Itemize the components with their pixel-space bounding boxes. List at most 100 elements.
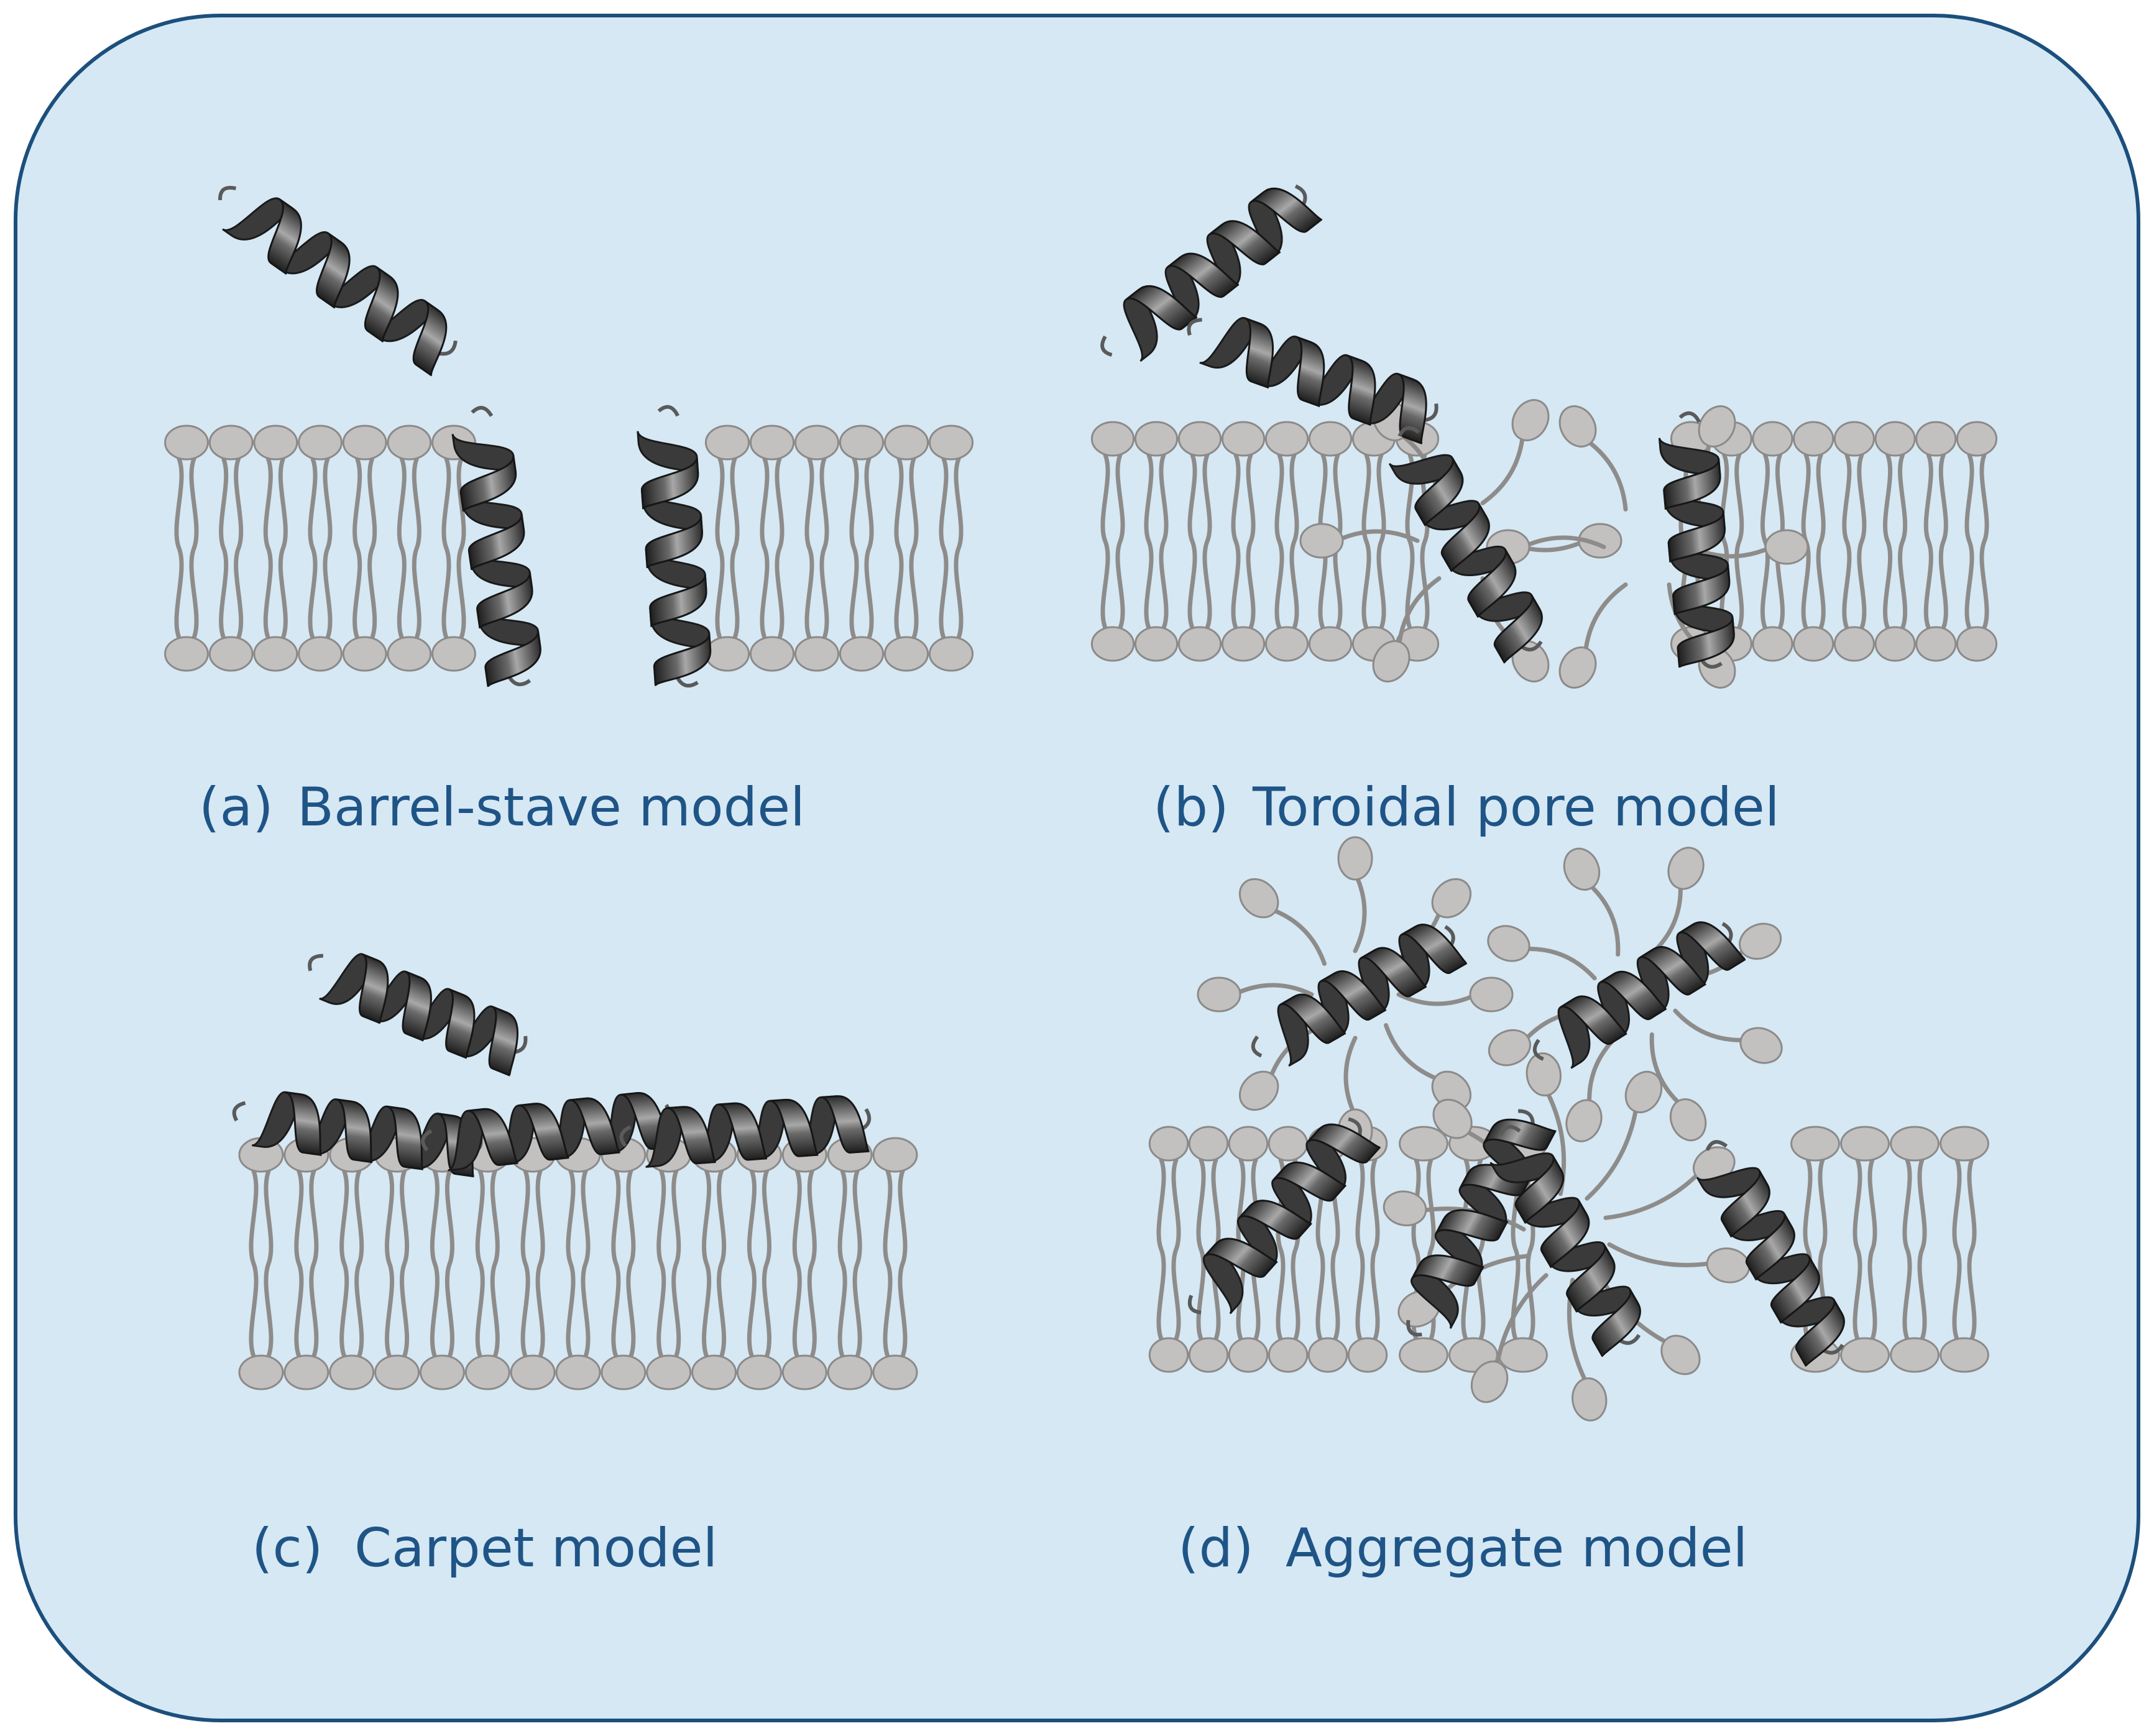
lipid-tail (1144, 452, 1154, 630)
lipid-head (1431, 878, 1472, 919)
lipid-head (704, 636, 750, 672)
lipid-head (1487, 925, 1530, 962)
lipid-tail (400, 1169, 410, 1359)
lipid-head (1833, 421, 1875, 457)
helix-front-strand (1677, 617, 1735, 669)
helix-front-strand (1414, 457, 1464, 527)
lipid-tail (1938, 452, 1948, 630)
lipid-head (1268, 1337, 1309, 1373)
lipid-tail (1967, 1157, 1977, 1341)
helix-front-strand (315, 232, 351, 309)
lipid-tail (807, 1169, 817, 1359)
helix-front-strand (484, 630, 541, 687)
lipid-head (1134, 626, 1179, 662)
lipid-tail (1159, 452, 1169, 630)
lipid-tail (339, 1169, 349, 1359)
lipid-head (298, 636, 343, 672)
helix-c-surface-3 (619, 1095, 872, 1168)
lipid-tail (1607, 1242, 1716, 1267)
lipid-tail (490, 1169, 500, 1359)
lipid-tail (189, 456, 199, 640)
lipid-tail (1734, 452, 1744, 630)
helix-terminus (218, 186, 237, 201)
lipid-tail (475, 1169, 485, 1359)
helix-front-strand (518, 1103, 570, 1161)
lipid-head (1188, 1337, 1229, 1373)
lipid-head (1558, 405, 1597, 448)
helix-front-strand (1273, 1161, 1347, 1202)
caption-a: (a) Barrel-stave model (199, 776, 805, 838)
membrane-b-left (1090, 421, 1440, 662)
lipid-tail (1274, 452, 1284, 630)
caption-d-title: Aggregate model (1286, 1517, 1747, 1579)
lipid-tail (1719, 452, 1729, 630)
lipid-head (872, 1137, 918, 1173)
lipid-tail (294, 1169, 304, 1359)
lipid-head (1660, 1334, 1701, 1375)
helix-front-strand (412, 300, 448, 377)
lipid-head (1221, 421, 1266, 457)
lipid-head (1498, 1337, 1548, 1373)
caption-c-title: Carpet model (354, 1517, 717, 1579)
lipid-tail (308, 456, 318, 640)
helix-front-strand (1440, 503, 1490, 573)
lipid-tail (456, 456, 466, 640)
lipid-tail (234, 456, 244, 640)
lipid-tail (837, 1169, 847, 1359)
lipid-tail (1396, 576, 1442, 651)
lipid-tail (1923, 452, 1933, 630)
lipid-head (827, 1354, 873, 1390)
lipid-head (1572, 1377, 1608, 1421)
lipid-head (298, 425, 343, 461)
lipid-head (164, 636, 209, 672)
caption-c: (c) Carpet model (252, 1517, 717, 1579)
helix-front-strand (1745, 1213, 1795, 1282)
lipid-head (749, 425, 795, 461)
lipid-tail (1480, 431, 1526, 505)
helix-d-micelle-right (1532, 921, 1747, 1069)
lipid-head (1752, 421, 1793, 457)
lipid-tail (1353, 871, 1367, 953)
lipid-tail (1952, 1157, 1962, 1341)
lipid-head (1565, 1099, 1603, 1142)
lipid-tail (263, 456, 273, 640)
helix-front-strand (488, 1006, 519, 1077)
lipid-tail (1334, 529, 1420, 543)
helix-front-strand (1250, 187, 1323, 233)
lipid-head (781, 1354, 827, 1390)
helix-front-strand (1244, 317, 1274, 389)
helix-front-strand (335, 1098, 374, 1164)
lipid-tail (1100, 452, 1110, 630)
helix-front-strand (1678, 921, 1747, 971)
lipid-head (1488, 1029, 1531, 1067)
lipid-tail (1231, 983, 1314, 997)
caption-c-letter: (c) (252, 1517, 323, 1579)
lipid-head (387, 425, 432, 461)
helix-terminus (676, 676, 699, 688)
lipid-tail (730, 456, 740, 640)
lipid-tail (1603, 1169, 1703, 1220)
lipid-tail (430, 1169, 440, 1359)
lipid-head (1764, 529, 1809, 565)
lipid-head (1469, 976, 1514, 1013)
caption-a-title: Barrel-stave model (297, 776, 805, 838)
caption-b-letter: (b) (1153, 776, 1229, 838)
lipid-tail (898, 1169, 908, 1359)
helix-terminus (1678, 411, 1701, 423)
lipid-tail (441, 456, 451, 640)
lipid-head (928, 636, 974, 672)
lipid-tail (894, 456, 904, 640)
lipid-head (749, 636, 795, 672)
lipid-head (1511, 399, 1550, 441)
lipid-tail (1898, 452, 1908, 630)
helix-front-strand (445, 988, 476, 1059)
lipid-head (1890, 1337, 1940, 1373)
helix-terminus (619, 1125, 632, 1147)
lipid-head (555, 1354, 601, 1390)
lipid-tail (278, 456, 288, 640)
lipid-head (1308, 421, 1353, 457)
lipid-head (208, 425, 254, 461)
lipid-head (1177, 421, 1222, 457)
lipid-tail (1853, 1157, 1862, 1341)
